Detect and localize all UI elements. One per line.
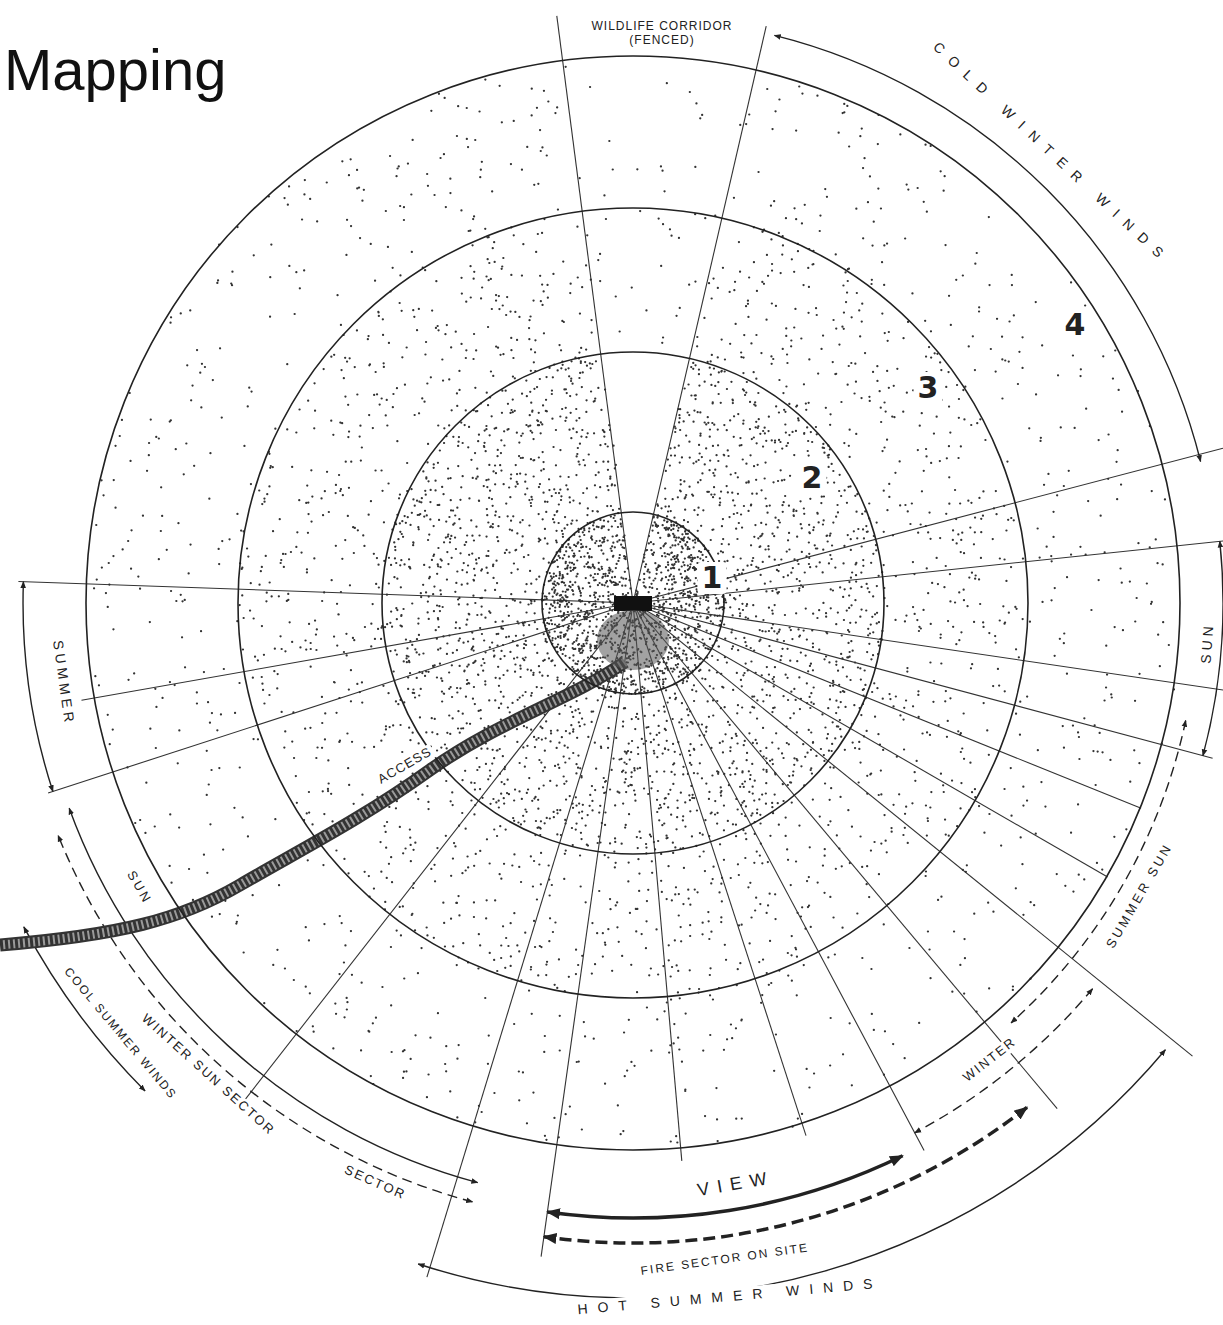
zone-ring [542,512,724,694]
sector-arcs [23,35,1223,1298]
access-road [0,662,625,945]
map-title: Mapping [4,38,226,102]
sector-label: FIRE SECTOR ON SITE [637,1240,813,1278]
sector-arc [24,927,145,1091]
sector-label: SECTOR [339,1162,411,1205]
zone-outline [85,55,1181,1151]
zone-number: 4 [1061,309,1090,341]
sector-label: SUMMER [49,636,78,730]
sector-arc [775,35,1201,461]
sector-line [633,603,1057,1109]
sector-label: WINTER [958,1033,1022,1087]
sector-arc [1011,721,1186,1023]
sector-arc [58,835,472,1202]
sector-line [633,603,1193,1056]
zone-outline [381,351,885,855]
sector-line [633,448,1223,603]
sector-line [48,603,633,793]
sector-label: SUMMER SUN [1102,838,1177,954]
sector-arc [418,1050,1165,1298]
sector-line [557,16,633,603]
sector-line [633,26,766,603]
sector-label: COLD WINTER WINDS [928,37,1176,270]
sector-arc [915,989,1093,1133]
sector-label: SUN [122,866,156,910]
house-garden [597,610,669,670]
zone-number: 1 [698,562,727,594]
zone-ring [382,352,884,854]
sector-line [633,603,1108,877]
sector-label: WILDLIFE CORRIDOR (FENCED) [579,20,745,48]
access-road-fill [0,662,625,945]
zone-number: 2 [798,462,827,494]
zone-number: 3 [914,372,943,404]
sector-arc [547,1156,902,1218]
zone-outline [541,511,725,695]
zone-circle: 1 [541,511,725,695]
stipple-dots [94,67,1174,1143]
sector-line [18,582,633,604]
sector-line [633,603,682,1161]
sector-label: VIEW [692,1167,778,1202]
sector-line [82,603,634,700]
sector-arc [23,582,53,792]
sector-label: SUN [1197,619,1216,668]
stipple [94,67,1174,1143]
house [614,596,652,611]
sector-line [633,603,924,1150]
zone-circle: 4321 [85,55,1181,1151]
zone-circle: 21 [381,351,885,855]
sector-line [427,603,633,1277]
zone-circle: 321 [237,207,1029,999]
sector-line [633,603,806,1136]
sector-line [633,603,1223,691]
zone-ring [86,56,1180,1150]
sector-label: ACCESS [373,743,437,789]
sector-line [633,603,1213,758]
sector-label: HOT SUMMER WINDS [574,1274,886,1317]
sector-line [633,603,1141,808]
sector-lines [18,16,1223,1277]
sector-line [633,540,1223,603]
zone-ring [238,208,1028,998]
zone-outline [237,207,1029,999]
